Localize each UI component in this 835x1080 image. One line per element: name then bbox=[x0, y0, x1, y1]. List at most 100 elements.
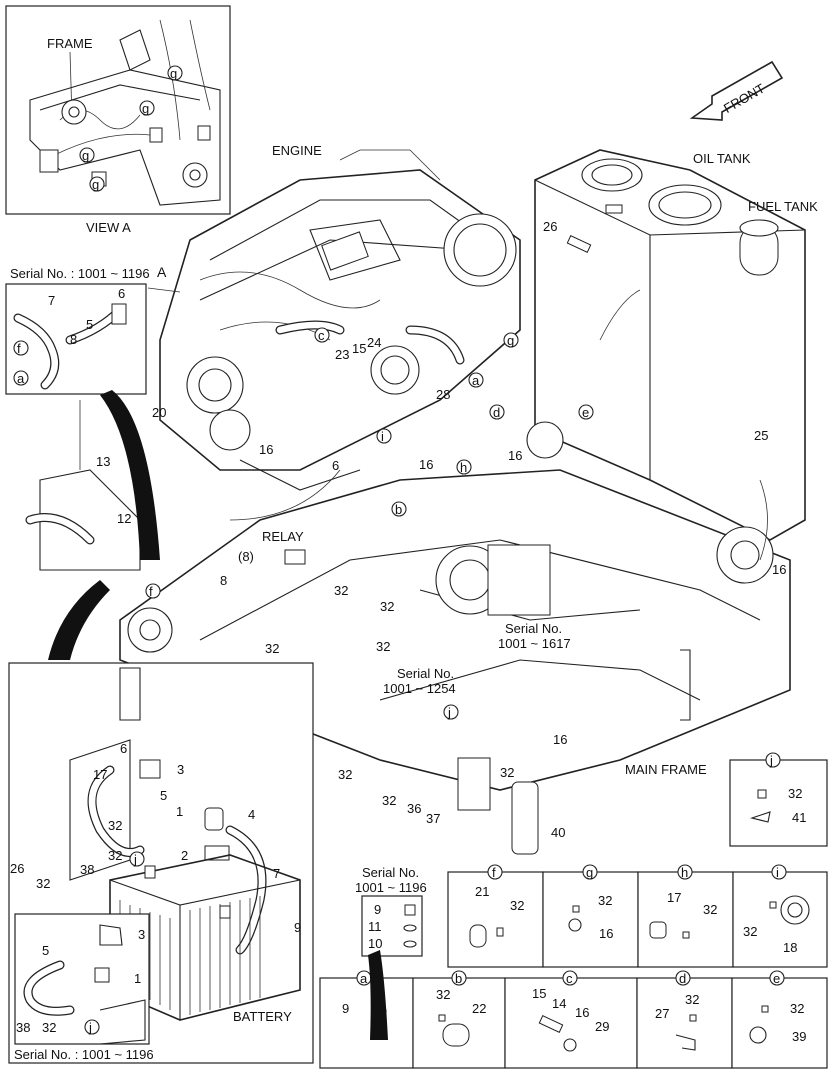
svg-text:38: 38 bbox=[16, 1020, 30, 1035]
svg-text:i: i bbox=[381, 429, 384, 444]
serial-1254-line2: 1001 ~ 1254 bbox=[383, 681, 456, 696]
svg-text:g: g bbox=[170, 66, 177, 81]
svg-text:16: 16 bbox=[772, 562, 786, 577]
svg-text:9: 9 bbox=[342, 1001, 349, 1016]
engine-label: ENGINE bbox=[272, 143, 322, 158]
svg-text:32: 32 bbox=[380, 599, 394, 614]
svg-text:a: a bbox=[360, 971, 368, 986]
svg-text:32: 32 bbox=[36, 876, 50, 891]
svg-text:21: 21 bbox=[475, 884, 489, 899]
svg-text:9: 9 bbox=[294, 920, 301, 935]
serial-1617-line2: 1001 ~ 1617 bbox=[498, 636, 571, 651]
svg-text:15: 15 bbox=[532, 986, 546, 1001]
svg-text:3: 3 bbox=[177, 762, 184, 777]
serial-1196-label: Serial No. : 1001 ~ 1196 bbox=[10, 266, 150, 281]
svg-text:1: 1 bbox=[176, 804, 183, 819]
svg-text:39: 39 bbox=[792, 1029, 806, 1044]
svg-text:23: 23 bbox=[335, 347, 349, 362]
svg-text:6: 6 bbox=[332, 458, 339, 473]
svg-text:16: 16 bbox=[575, 1005, 589, 1020]
svg-text:f: f bbox=[149, 584, 153, 599]
svg-text:(8): (8) bbox=[238, 549, 254, 564]
svg-text:32: 32 bbox=[598, 893, 612, 908]
front-arrow: FRONT bbox=[689, 60, 784, 121]
svg-text:27: 27 bbox=[655, 1006, 669, 1021]
tanks: OIL TANK FUEL TANK bbox=[534, 149, 818, 541]
detail-row-2: a 9 b 32 22 c 15 14 16 29 d 27 32 e 32 3… bbox=[319, 970, 828, 1069]
svg-text:18: 18 bbox=[783, 940, 797, 955]
svg-text:32: 32 bbox=[743, 924, 757, 939]
svg-text:f: f bbox=[17, 341, 21, 356]
serial-1196-inset: Serial No. : 1001 ~ 1196 7 6 5 8 f a A bbox=[5, 264, 181, 395]
oil-tank-label: OIL TANK bbox=[693, 151, 751, 166]
svg-text:24: 24 bbox=[367, 335, 381, 350]
svg-text:g: g bbox=[507, 333, 514, 348]
svg-text:8: 8 bbox=[220, 573, 227, 588]
main-frame-label: MAIN FRAME bbox=[625, 762, 707, 777]
view-a-panel: FRAME g g g g VIEW A bbox=[5, 5, 231, 235]
engine-assembly: ENGINE bbox=[159, 143, 521, 491]
svg-text:17: 17 bbox=[667, 890, 681, 905]
svg-text:6: 6 bbox=[118, 286, 125, 301]
svg-text:16: 16 bbox=[599, 926, 613, 941]
svg-text:37: 37 bbox=[426, 811, 440, 826]
svg-text:g: g bbox=[82, 148, 89, 163]
svg-text:32: 32 bbox=[376, 639, 390, 654]
svg-text:f: f bbox=[492, 865, 496, 880]
svg-text:e: e bbox=[582, 405, 589, 420]
svg-text:e: e bbox=[773, 971, 780, 986]
svg-text:g: g bbox=[586, 865, 593, 880]
svg-text:28: 28 bbox=[436, 387, 450, 402]
callout-g-3 bbox=[89, 176, 105, 192]
svg-text:9: 9 bbox=[374, 902, 381, 917]
relay-label: RELAY bbox=[262, 529, 304, 544]
svg-text:32: 32 bbox=[108, 818, 122, 833]
svg-text:32: 32 bbox=[500, 765, 514, 780]
svg-text:32: 32 bbox=[790, 1001, 804, 1016]
svg-text:7: 7 bbox=[273, 866, 280, 881]
svg-text:h: h bbox=[681, 865, 688, 880]
svg-text:5: 5 bbox=[160, 788, 167, 803]
letter-callouts: a b c d e f g h i j bbox=[145, 327, 594, 720]
svg-text:32: 32 bbox=[42, 1020, 56, 1035]
svg-text:1: 1 bbox=[134, 971, 141, 986]
svg-text:3: 3 bbox=[138, 927, 145, 942]
callout-g-2 bbox=[79, 147, 95, 163]
callout-g-1 bbox=[139, 100, 155, 116]
frame-label: FRAME bbox=[47, 36, 93, 51]
small-serial-box: Serial No. 1001 ~ 1196 9 11 10 bbox=[355, 865, 427, 957]
svg-text:22: 22 bbox=[472, 1001, 486, 1016]
svg-text:g: g bbox=[142, 101, 149, 116]
svg-text:32: 32 bbox=[685, 992, 699, 1007]
svg-text:32: 32 bbox=[436, 987, 450, 1002]
svg-text:b: b bbox=[395, 502, 402, 517]
detail-row-1: f 21 32 g 32 16 h 17 32 i 32 18 bbox=[447, 864, 828, 968]
svg-text:13: 13 bbox=[96, 454, 110, 469]
svg-text:8: 8 bbox=[70, 332, 77, 347]
callout-g-4 bbox=[167, 65, 183, 81]
svg-text:i: i bbox=[776, 865, 779, 880]
svg-text:14: 14 bbox=[552, 996, 566, 1011]
svg-text:32: 32 bbox=[510, 898, 524, 913]
svg-text:16: 16 bbox=[259, 442, 273, 457]
battery-serial-label: Serial No. : 1001 ~ 1196 bbox=[14, 1047, 154, 1062]
svg-text:29: 29 bbox=[595, 1019, 609, 1034]
svg-text:h: h bbox=[460, 460, 467, 475]
svg-text:36: 36 bbox=[407, 801, 421, 816]
svg-text:7: 7 bbox=[48, 293, 55, 308]
svg-text:g: g bbox=[92, 177, 99, 192]
svg-text:17: 17 bbox=[93, 767, 107, 782]
svg-text:32: 32 bbox=[108, 848, 122, 863]
svg-text:11: 11 bbox=[368, 919, 382, 934]
svg-text:16: 16 bbox=[508, 448, 522, 463]
svg-text:32: 32 bbox=[382, 793, 396, 808]
svg-text:38: 38 bbox=[80, 862, 94, 877]
battery-serial-inset: 3 5 1 38 32 j Serial No. : 1001 ~ 1196 bbox=[14, 913, 154, 1062]
view-a-title: VIEW A bbox=[86, 220, 131, 235]
svg-text:15: 15 bbox=[352, 341, 366, 356]
svg-text:j: j bbox=[133, 852, 137, 867]
svg-text:j: j bbox=[447, 705, 451, 720]
svg-text:26: 26 bbox=[543, 219, 557, 234]
svg-text:6: 6 bbox=[120, 741, 127, 756]
main-frame: MAIN FRAME bbox=[25, 289, 791, 855]
